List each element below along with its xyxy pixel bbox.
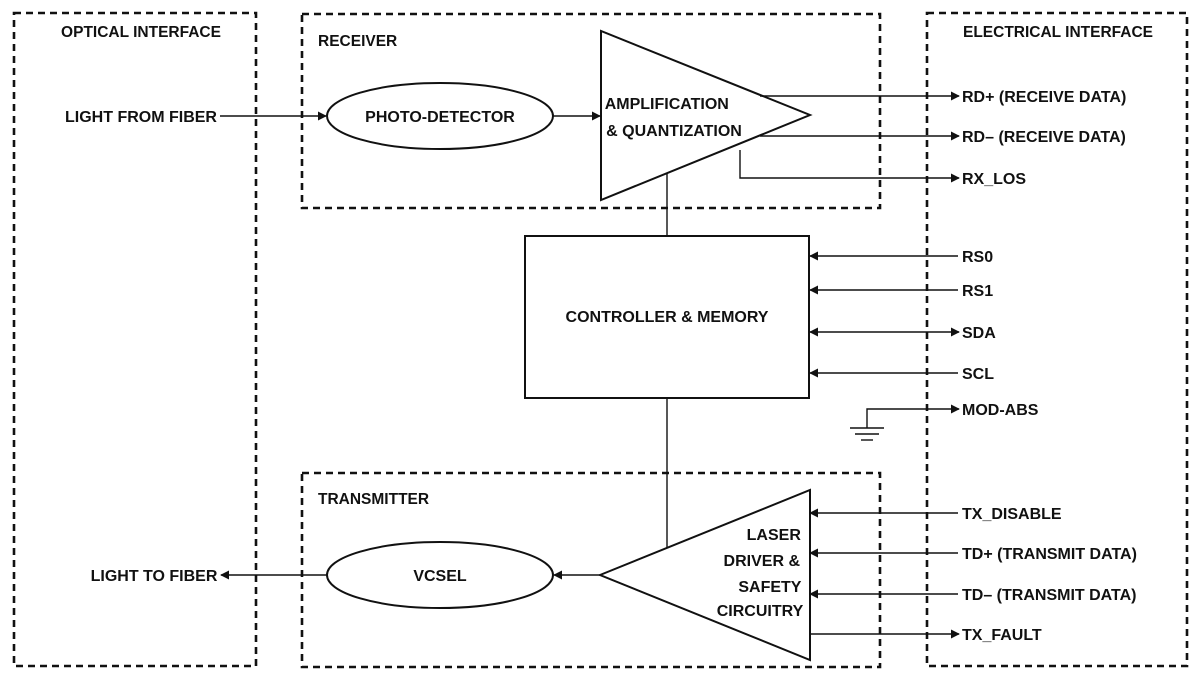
receiver-frame	[300, 12, 882, 210]
amplifier-block	[600, 29, 813, 202]
transmitter-frame	[300, 471, 882, 669]
transmitter-title: TRANSMITTER	[318, 491, 429, 508]
optical-interface-frame	[12, 11, 258, 668]
ground-icon	[850, 427, 884, 441]
rx-los-arrow	[739, 150, 960, 183]
controller-block	[524, 235, 810, 399]
optical-interface-title: OPTICAL INTERFACE	[61, 24, 221, 41]
scl-label: SCL	[962, 366, 994, 383]
laser-driver-label: LASER DRIVER & SAFETY CIRCUITRY	[717, 527, 806, 620]
rd-plus-label: RD+ (RECEIVE DATA)	[962, 89, 1126, 106]
rs1-label: RS1	[962, 283, 993, 300]
mod-abs-arrow	[866, 404, 960, 428]
mod-abs-label: MOD-ABS	[962, 402, 1039, 419]
rs0-label: RS0	[962, 249, 993, 266]
light-to-fiber-label: LIGHT TO FIBER	[91, 568, 218, 585]
electrical-interface-title: ELECTRICAL INTERFACE	[963, 24, 1153, 41]
rx-los-label: RX_LOS	[962, 171, 1026, 188]
td-plus-label: TD+ (TRANSMIT DATA)	[962, 546, 1137, 563]
receiver-title: RECEIVER	[318, 33, 397, 50]
amplifier-label: AMPLIFICATION & QUANTIZATION	[605, 96, 742, 140]
photo-detector-label: PHOTO-DETECTOR	[365, 109, 515, 126]
tx-fault-label: TX_FAULT	[962, 627, 1042, 644]
laser-driver-block	[597, 488, 811, 662]
rd-minus-label: RD– (RECEIVE DATA)	[962, 129, 1126, 146]
sda-label: SDA	[962, 325, 996, 342]
tx-disable-label: TX_DISABLE	[962, 506, 1062, 523]
controller-label: CONTROLLER & MEMORY	[566, 309, 769, 326]
light-from-fiber-label: LIGHT FROM FIBER	[65, 109, 217, 126]
vcsel-label: VCSEL	[413, 568, 467, 585]
td-minus-label: TD– (TRANSMIT DATA)	[962, 587, 1137, 604]
